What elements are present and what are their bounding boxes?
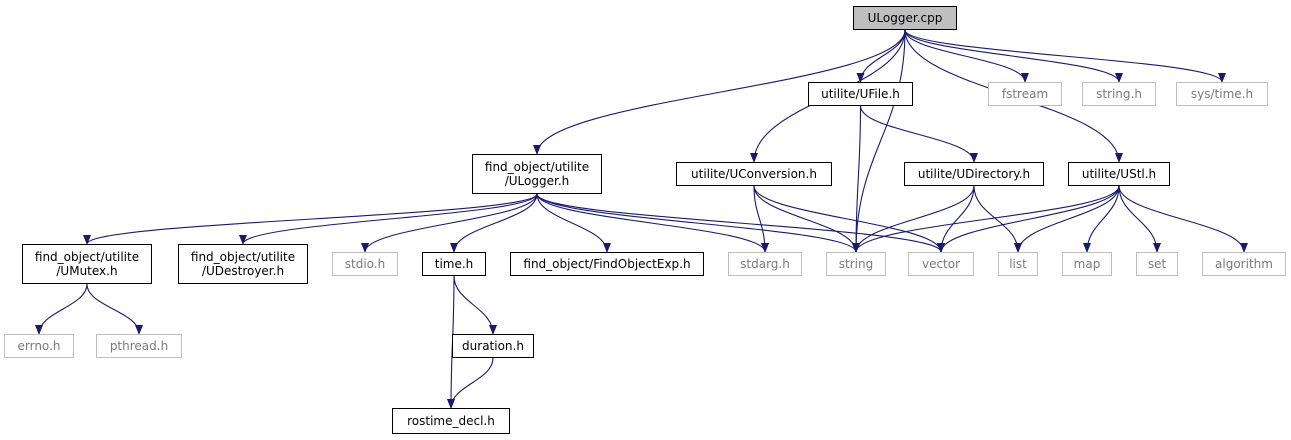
node-rostime[interactable]: rostime_decl.h <box>392 408 510 434</box>
node-label: set <box>1147 257 1167 271</box>
node-label: find_object/utilite /UDestroyer.h <box>190 250 296 278</box>
edge-duration-to-rostime <box>447 357 494 409</box>
edge-layer <box>35 29 1248 409</box>
edge-uconversion-to-vector <box>753 185 945 253</box>
node-umutex[interactable]: find_object/utilite /UMutex.h <box>22 244 152 284</box>
node-ufile[interactable]: utilite/UFile.h <box>808 82 913 106</box>
edge-ulogger_h-to-time_h <box>450 193 538 253</box>
node-stdio[interactable]: stdio.h <box>332 252 398 276</box>
node-pthread[interactable]: pthread.h <box>96 334 182 358</box>
edge-ulogger_h-to-umutex <box>83 193 538 245</box>
edge-ulogger_h-to-findobjectexp <box>536 193 611 253</box>
node-label: find_object/utilite /UMutex.h <box>34 250 140 278</box>
node-udestroyer[interactable]: find_object/utilite /UDestroyer.h <box>178 244 308 284</box>
node-label: fstream <box>1001 87 1049 101</box>
node-vector[interactable]: vector <box>908 252 974 276</box>
node-fstream[interactable]: fstream <box>988 82 1062 106</box>
edge-root-to-fstream <box>904 29 1029 83</box>
node-label: utilite/UDirectory.h <box>917 167 1031 181</box>
node-list[interactable]: list <box>998 252 1038 276</box>
node-label: map <box>1073 257 1101 271</box>
edge-ulogger_h-to-string <box>536 193 860 253</box>
node-label: rostime_decl.h <box>407 414 495 428</box>
node-algorithm[interactable]: algorithm <box>1202 252 1286 276</box>
node-stdarg[interactable]: stdarg.h <box>728 252 802 276</box>
node-findobjectexp[interactable]: find_object/FindObjectExp.h <box>510 252 704 276</box>
node-string[interactable]: string <box>826 252 886 276</box>
edge-ufile-to-udirectory <box>859 105 978 163</box>
node-uconversion[interactable]: utilite/UConversion.h <box>676 162 832 186</box>
edge-root-to-ulogger_h <box>533 29 906 155</box>
edge-root-to-ufile <box>856 29 906 83</box>
node-label: pthread.h <box>109 339 169 353</box>
node-label: utilite/UConversion.h <box>691 167 817 181</box>
edge-root-to-string <box>852 29 906 253</box>
node-label: sys/time.h <box>1190 87 1254 101</box>
node-errno[interactable]: errno.h <box>4 334 74 358</box>
edge-ustl-to-string <box>852 185 1120 253</box>
edge-ustl-to-map <box>1083 185 1120 253</box>
node-ustl[interactable]: utilite/UStl.h <box>1068 162 1170 186</box>
edge-umutex-to-pthread <box>86 283 143 335</box>
node-label: stdio.h <box>344 257 386 271</box>
edge-udirectory-to-list <box>973 185 1022 253</box>
node-set[interactable]: set <box>1136 252 1178 276</box>
node-label: string <box>838 257 874 271</box>
node-duration[interactable]: duration.h <box>452 334 534 358</box>
node-udirectory[interactable]: utilite/UDirectory.h <box>904 162 1044 186</box>
node-label: find_object/utilite /ULogger.h <box>484 160 590 188</box>
node-label: ULogger.cpp <box>867 11 943 25</box>
node-label: find_object/FindObjectExp.h <box>523 257 691 271</box>
edge-time_h-to-duration <box>453 275 497 335</box>
edge-ufile-to-string <box>852 105 862 253</box>
edge-uconversion-to-string <box>753 185 860 253</box>
edge-ustl-to-algorithm <box>1118 185 1248 253</box>
edge-root-to-string_h <box>904 29 1123 83</box>
node-label: time.h <box>434 257 474 271</box>
edge-root-to-sys_time <box>904 29 1226 83</box>
node-label: utilite/UStl.h <box>1081 167 1157 181</box>
node-label: stdarg.h <box>740 257 790 271</box>
edge-ustl-to-set <box>1118 185 1161 253</box>
node-label: vector <box>921 257 961 271</box>
edge-uconversion-to-stdarg <box>753 185 769 253</box>
edge-udirectory-to-string <box>852 185 975 253</box>
node-time-h[interactable]: time.h <box>422 252 486 276</box>
edge-ustl-to-list <box>1014 185 1120 253</box>
node-label: string.h <box>1096 87 1142 101</box>
node-label: list <box>1009 257 1027 271</box>
node-map[interactable]: map <box>1062 252 1112 276</box>
node-ulogger-h[interactable]: find_object/utilite /ULogger.h <box>472 154 602 194</box>
edge-ulogger_h-to-stdarg <box>536 193 769 253</box>
node-label: algorithm <box>1215 257 1273 271</box>
edge-ulogger_h-to-udestroyer <box>239 193 538 245</box>
edge-ustl-to-vector <box>937 185 1120 253</box>
node-string-h[interactable]: string.h <box>1082 82 1156 106</box>
edge-umutex-to-errno <box>35 283 88 335</box>
node-label: utilite/UFile.h <box>821 87 900 101</box>
node-label: duration.h <box>462 339 524 353</box>
edge-ulogger_h-to-stdio <box>361 193 538 253</box>
node-sys-time[interactable]: sys/time.h <box>1176 82 1268 106</box>
edge-ulogger_h-to-vector <box>536 193 945 253</box>
node-label: errno.h <box>17 339 61 353</box>
node-root[interactable]: ULogger.cpp <box>853 6 957 30</box>
